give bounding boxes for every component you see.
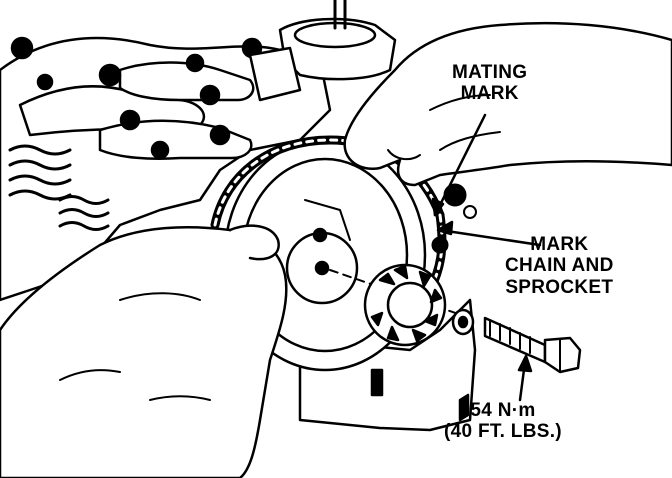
leader-lines [431,113,542,402]
torque-spec-label: 54 N·m (40 FT. LBS.) [444,400,562,443]
mating-mark-line-2: MARK [460,83,519,105]
left-hand [0,224,288,478]
distributor-housing [248,0,397,102]
torque-imperial: (40 FT. LBS.) [444,421,562,443]
mark-chain-sprocket-label: MARK CHAIN AND SPROCKET [505,234,614,298]
crankshaft-sprocket [363,263,447,347]
cylinder-head [0,36,332,302]
torque-metric: 54 N·m [470,400,536,421]
mark-chain-line-1: MARK [530,234,589,255]
sprocket-bolt [451,308,582,374]
mating-mark-line-1: MATING [452,62,528,83]
right-hand [343,21,672,187]
mating-mark-label: MATING MARK [452,62,527,105]
cover-bolts [431,183,477,254]
mark-chain-line-3: SPROCKET [505,276,614,298]
mark-chain-line-2: CHAIN AND [505,255,614,277]
